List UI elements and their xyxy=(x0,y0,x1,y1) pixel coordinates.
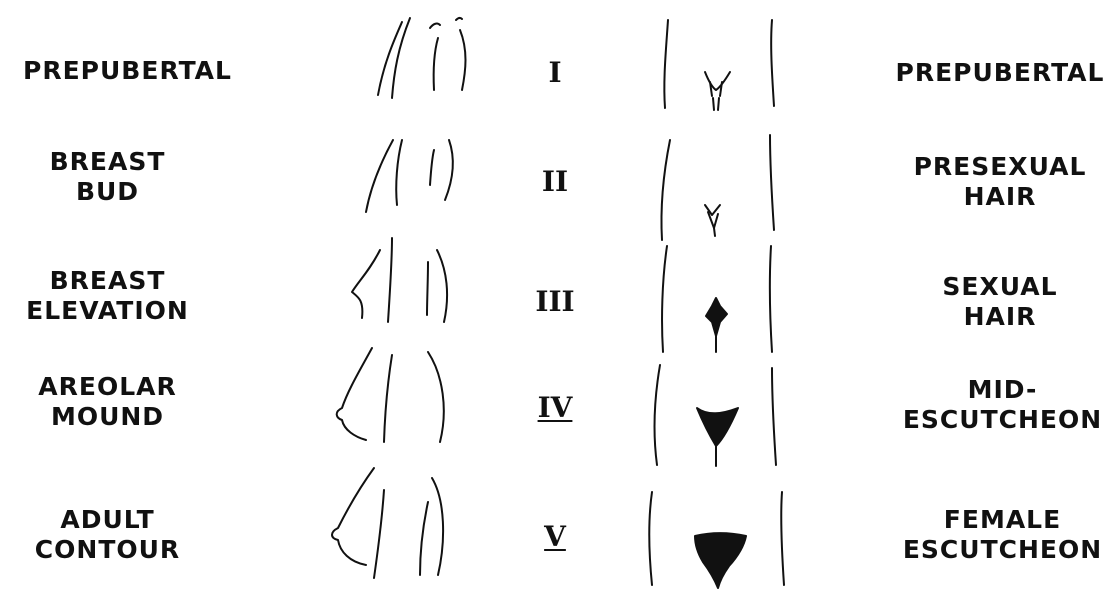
pubic-sketch-stage-3 xyxy=(662,246,772,352)
pubic-sketch-stage-4 xyxy=(655,365,776,466)
breast-sketch-stage-1 xyxy=(378,18,466,98)
breast-sketch-stage-4 xyxy=(337,348,444,442)
breast-sketch-stage-5 xyxy=(332,468,443,578)
breast-sketch-stage-2 xyxy=(366,140,453,212)
pubic-sketch-stage-2 xyxy=(661,135,774,240)
breast-sketch-stage-3 xyxy=(352,238,447,322)
pubic-sketch-stage-1 xyxy=(664,20,774,110)
pubic-sketch-stage-5 xyxy=(649,492,784,588)
